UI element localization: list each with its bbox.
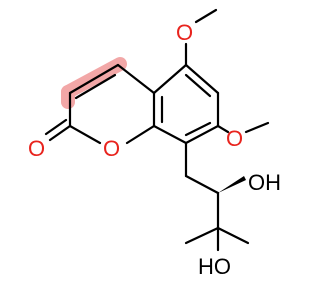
bond-ch2-choh [184,174,220,195]
wedge-bond [218,176,246,193]
carbonyl-oxygen: O [28,136,45,161]
hydroxyl-tertiary: HO [198,254,231,279]
bond-c2-o1 [68,124,102,145]
structure-canvas: O O O O OH HO [28,8,281,279]
bond-c4a-c4 [116,63,156,95]
bond-c8-c8a [152,124,188,145]
bond-c4-c3-inner [74,73,117,100]
bond-c2-o-carbonyl [48,124,72,142]
bond-c7-o [216,124,230,134]
bond-c7-c8-inner [184,121,212,137]
bond-o1-c8a [125,124,156,145]
bond-c4a-c5 [152,63,188,95]
ring-oxygen: O [103,136,120,161]
molecule-drawing: O O O O OH HO [28,8,281,279]
bond-c4-c3 [68,63,120,95]
bond-c5-c6-inner [184,73,212,98]
bond-o-ch3-right [244,121,270,134]
bond-c7-c8 [184,124,220,145]
hydroxyl-secondary: OH [248,170,281,195]
bond-o-ch3-top [194,8,218,24]
bond-c2-o-carbonyl-2 [44,118,68,136]
bond-c5-c6 [184,63,220,95]
bond-c-ch3-left [184,226,220,245]
methoxy-oxygen-right: O [226,126,243,151]
methoxy-oxygen-top: O [176,20,193,45]
bond-c-ch3-right [216,226,250,245]
